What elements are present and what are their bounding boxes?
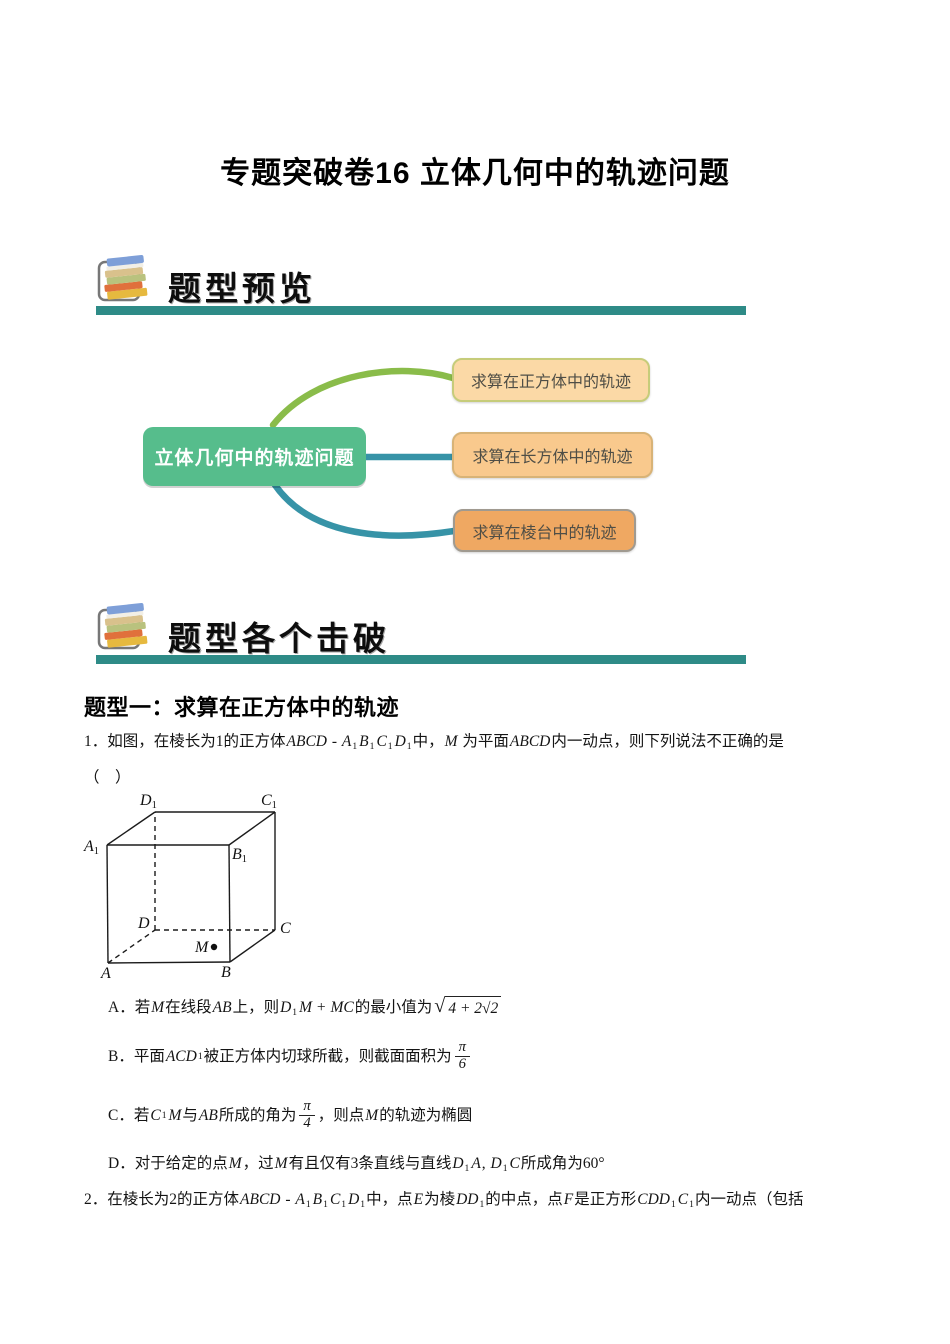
cube-figure: A B C D A1 B1 C1 D1 M — [83, 792, 291, 982]
mindmap-branch-cuboid-label: 求算在长方体中的轨迹 — [472, 449, 633, 466]
mindmap-root-node: 立体几何中的轨迹问题 — [143, 427, 366, 486]
question-1-answer-blank: （ ） — [84, 769, 131, 786]
vertex-label-b: B — [221, 964, 231, 981]
point-label-m: M — [194, 939, 210, 956]
vertex-label-a1: A1 — [83, 838, 99, 857]
connector-branch-3 — [271, 481, 458, 539]
cube-edge — [107, 961, 231, 964]
vertex-label-d: D — [137, 915, 150, 932]
connector-branch-1 — [269, 367, 457, 429]
banner-preview-rule — [96, 306, 746, 315]
books-icon — [97, 255, 148, 302]
vertex-label-b1: B1 — [232, 846, 247, 865]
cube-edge — [228, 844, 231, 963]
mindmap-branch-frustum: 求算在棱台中的轨迹 — [453, 509, 636, 552]
cube-edge — [228, 811, 276, 846]
mindmap-branch-cube: 求算在正方体中的轨迹 — [452, 358, 650, 402]
banner-breakdown-rule — [96, 655, 746, 664]
mindmap-root-label: 立体几何中的轨迹问题 — [154, 448, 355, 469]
topic-1-heading: 题型一：求算在正方体中的轨迹 — [84, 695, 400, 720]
mindmap-branch-frustum-label: 求算在棱台中的轨迹 — [472, 524, 617, 542]
mindmap-connectors — [269, 367, 458, 539]
vertex-label-c1: C1 — [261, 792, 277, 811]
banner-preview-title: 题型预览 — [168, 272, 316, 308]
cube-edge — [106, 844, 109, 964]
cube-hidden-edge — [107, 929, 156, 964]
mindmap-branch-cuboid: 求算在长方体中的轨迹 — [452, 432, 653, 478]
cube-edge — [106, 811, 156, 846]
mindmap-branch-cube-label: 求算在正方体中的轨迹 — [470, 374, 631, 391]
vertex-label-d1: D1 — [139, 792, 157, 811]
banner-breakdown-title: 题型各个击破 — [168, 622, 390, 658]
books-icon — [97, 603, 148, 650]
cube-edge — [229, 929, 276, 963]
vertex-label-c: C — [280, 920, 291, 937]
point-m-dot — [210, 943, 218, 951]
vertex-label-a: A — [100, 965, 111, 982]
page-title: 专题突破卷16 立体几何中的轨迹问题 — [220, 157, 730, 191]
